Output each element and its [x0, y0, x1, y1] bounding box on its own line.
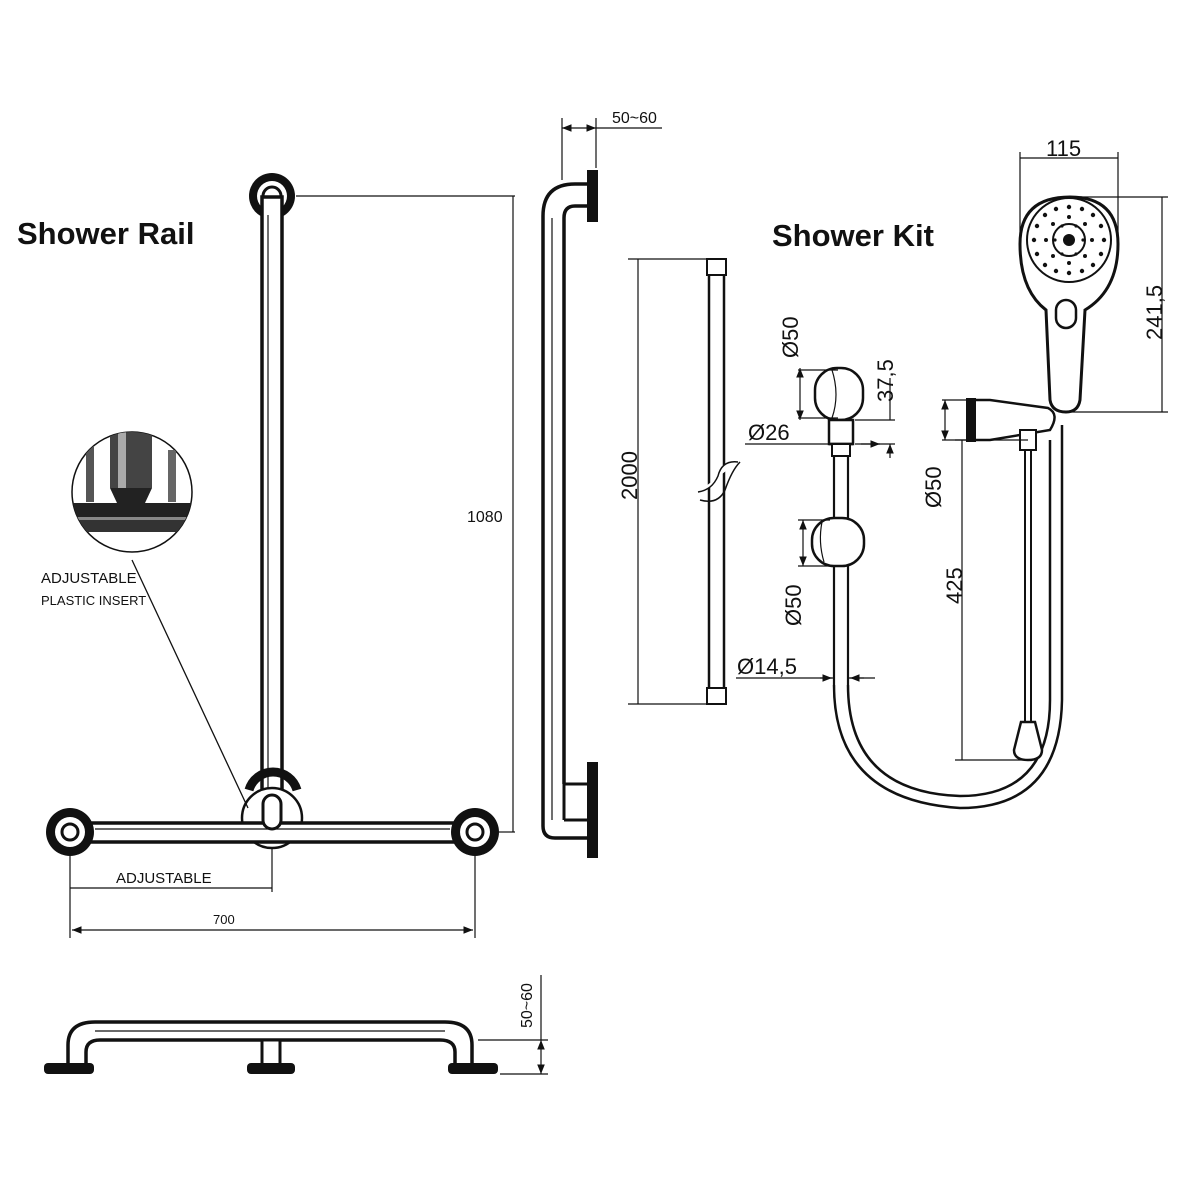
holder-dimensions — [736, 368, 895, 682]
shower-kit-holders — [810, 366, 866, 685]
holder-diameter-bottom-label: Ø50 — [781, 584, 806, 626]
shower-rail-top-view — [44, 1020, 498, 1074]
shower-hose-inner — [846, 440, 1052, 798]
slide-bar-length-label: 2000 — [617, 451, 642, 500]
adjustable-label: ADJUSTABLE — [116, 870, 212, 887]
adjustable-insert-label-line2: PLASTIC INSERT — [41, 593, 146, 608]
top-offset-dimension — [478, 975, 548, 1075]
rail-width-label: 700 — [213, 912, 235, 927]
shower-head-dimensions — [941, 152, 1168, 761]
side-offset-dimension — [561, 118, 662, 180]
adjustable-dimension — [69, 848, 476, 938]
head-holder-diameter-label: Ø50 — [921, 466, 946, 508]
rail-height-label: 1080 — [467, 509, 503, 526]
head-length-label: 241,5 — [1142, 285, 1167, 340]
shower-rail-side-view — [541, 170, 598, 858]
head-width-label: 115 — [1046, 136, 1081, 161]
hand-shower-head — [1018, 195, 1120, 414]
plastic-insert-detail — [71, 431, 249, 809]
head-holder-drop-label: 425 — [942, 567, 967, 604]
holder-height-label: 37,5 — [873, 359, 898, 402]
shower-hose — [832, 425, 1064, 810]
hand-shower-wall-holder — [966, 398, 1056, 762]
shower-kit-title: Shower Kit — [772, 218, 934, 253]
hose-diameter-label: Ø14,5 — [737, 654, 797, 679]
shower-rail-title: Shower Rail — [17, 216, 194, 251]
holder-diameter-top-label: Ø50 — [778, 316, 803, 358]
slide-bar-dimension — [628, 258, 707, 705]
bar-diameter-label: Ø26 — [748, 420, 790, 445]
rail-height-dimension — [296, 195, 515, 833]
top-offset-label: 50~60 — [519, 983, 536, 1028]
slide-bar — [697, 258, 741, 705]
side-offset-label: 50~60 — [612, 110, 657, 127]
shower-head-nozzles — [1031, 204, 1107, 276]
adjustable-insert-label-line1: ADJUSTABLE — [41, 570, 137, 587]
